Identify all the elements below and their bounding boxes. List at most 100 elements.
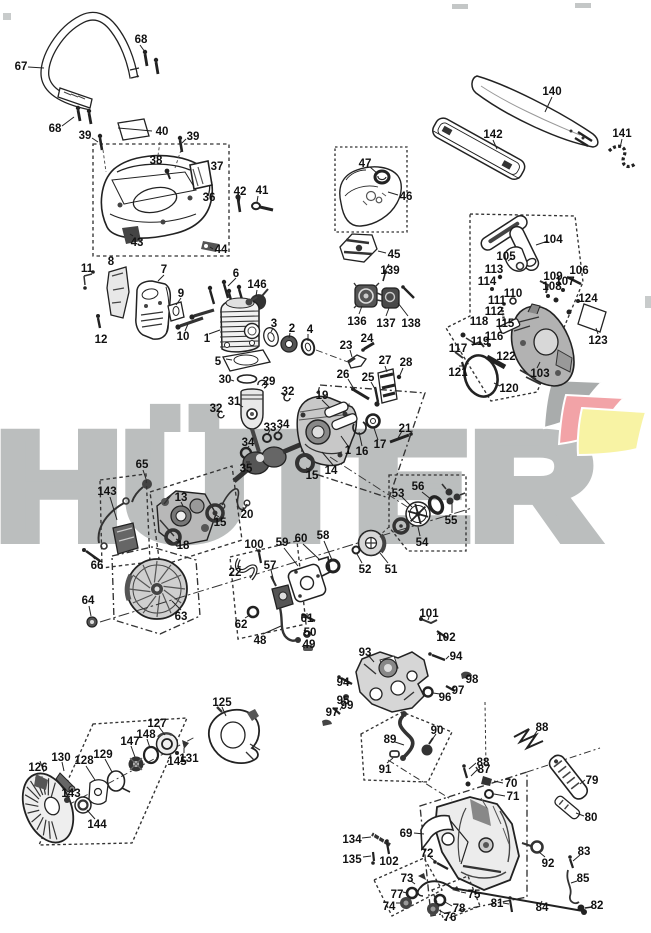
svg-text:88: 88 xyxy=(536,722,549,734)
svg-text:27: 27 xyxy=(379,355,392,367)
svg-text:110: 110 xyxy=(504,288,523,300)
svg-text:145: 145 xyxy=(167,756,187,768)
svg-text:35: 35 xyxy=(240,463,253,475)
svg-text:70: 70 xyxy=(505,778,518,790)
svg-text:81: 81 xyxy=(491,898,504,910)
svg-text:136: 136 xyxy=(347,316,366,328)
svg-text:20: 20 xyxy=(241,509,254,521)
svg-text:43: 43 xyxy=(131,237,144,249)
svg-text:67: 67 xyxy=(15,61,28,73)
svg-text:83: 83 xyxy=(578,846,591,858)
svg-text:138: 138 xyxy=(401,318,421,330)
svg-text:31: 31 xyxy=(228,396,241,408)
svg-text:58: 58 xyxy=(317,530,330,542)
svg-text:129: 129 xyxy=(93,749,112,761)
svg-text:103: 103 xyxy=(530,368,549,380)
svg-text:3: 3 xyxy=(271,318,277,330)
svg-text:12: 12 xyxy=(95,334,108,346)
svg-text:15: 15 xyxy=(306,470,319,482)
svg-text:108: 108 xyxy=(542,281,562,293)
svg-text:105: 105 xyxy=(496,251,516,263)
svg-text:21: 21 xyxy=(399,423,412,435)
svg-text:123: 123 xyxy=(588,335,607,347)
svg-text:63: 63 xyxy=(175,611,188,623)
svg-text:142: 142 xyxy=(483,129,502,141)
svg-text:101: 101 xyxy=(419,608,439,620)
svg-text:122: 122 xyxy=(496,351,515,363)
svg-text:33: 33 xyxy=(264,422,277,434)
svg-text:148: 148 xyxy=(136,729,156,741)
svg-text:74: 74 xyxy=(383,901,396,913)
svg-text:50: 50 xyxy=(304,627,317,639)
svg-text:10: 10 xyxy=(177,331,190,343)
svg-text:94: 94 xyxy=(450,651,463,663)
svg-text:135: 135 xyxy=(342,854,362,866)
svg-text:68: 68 xyxy=(49,123,62,135)
svg-text:11: 11 xyxy=(81,263,94,275)
svg-text:95: 95 xyxy=(337,695,350,707)
svg-text:80: 80 xyxy=(585,812,598,824)
svg-text:34: 34 xyxy=(277,419,290,431)
svg-text:66: 66 xyxy=(91,560,104,572)
svg-text:97: 97 xyxy=(452,685,465,697)
svg-text:13: 13 xyxy=(175,492,188,504)
svg-text:76: 76 xyxy=(444,912,457,924)
svg-text:113: 113 xyxy=(485,264,504,276)
svg-text:65: 65 xyxy=(136,459,149,471)
svg-text:126: 126 xyxy=(28,762,47,774)
svg-text:98: 98 xyxy=(466,674,479,686)
svg-text:19: 19 xyxy=(316,390,329,402)
svg-text:5: 5 xyxy=(215,356,222,368)
svg-text:18: 18 xyxy=(177,540,190,552)
svg-text:141: 141 xyxy=(612,128,632,140)
svg-text:140: 140 xyxy=(542,86,561,98)
svg-text:59: 59 xyxy=(276,537,289,549)
svg-text:60: 60 xyxy=(295,533,308,545)
svg-text:72: 72 xyxy=(421,848,434,860)
svg-text:128: 128 xyxy=(74,755,94,767)
svg-text:143: 143 xyxy=(61,788,80,800)
svg-text:131: 131 xyxy=(179,753,199,765)
svg-text:111: 111 xyxy=(488,295,507,307)
svg-text:85: 85 xyxy=(577,873,590,885)
svg-text:68: 68 xyxy=(135,34,148,46)
svg-text:73: 73 xyxy=(401,873,414,885)
svg-text:88: 88 xyxy=(477,757,490,769)
svg-text:1: 1 xyxy=(204,333,211,345)
svg-text:91: 91 xyxy=(379,764,392,776)
svg-text:147: 147 xyxy=(120,736,139,748)
svg-text:2: 2 xyxy=(289,323,295,335)
svg-text:137: 137 xyxy=(376,318,395,330)
svg-text:16: 16 xyxy=(356,446,369,458)
svg-text:87: 87 xyxy=(478,764,491,776)
svg-text:146: 146 xyxy=(247,279,266,291)
svg-text:69: 69 xyxy=(400,828,413,840)
svg-text:144: 144 xyxy=(87,819,107,831)
svg-text:39: 39 xyxy=(79,130,92,142)
svg-text:78: 78 xyxy=(453,903,466,915)
svg-text:102: 102 xyxy=(436,632,455,644)
svg-text:106: 106 xyxy=(569,265,588,277)
svg-text:51: 51 xyxy=(385,564,398,576)
svg-text:55: 55 xyxy=(445,515,458,527)
svg-text:93: 93 xyxy=(359,647,372,659)
svg-text:114: 114 xyxy=(478,276,497,288)
svg-text:125: 125 xyxy=(212,697,232,709)
svg-text:124: 124 xyxy=(578,293,598,305)
svg-text:57: 57 xyxy=(264,560,277,572)
svg-text:52: 52 xyxy=(359,564,372,576)
svg-text:54: 54 xyxy=(416,537,429,549)
svg-text:64: 64 xyxy=(82,595,95,607)
svg-text:99: 99 xyxy=(341,700,354,712)
svg-text:36: 36 xyxy=(203,192,216,204)
svg-text:92: 92 xyxy=(542,858,555,870)
svg-text:89: 89 xyxy=(384,734,397,746)
svg-text:42: 42 xyxy=(234,186,247,198)
svg-text:14: 14 xyxy=(325,465,338,477)
svg-text:41: 41 xyxy=(256,185,269,197)
svg-text:1: 1 xyxy=(345,445,352,457)
svg-text:8: 8 xyxy=(108,256,115,268)
svg-text:4: 4 xyxy=(307,324,314,336)
svg-text:22: 22 xyxy=(229,567,242,579)
svg-text:17: 17 xyxy=(374,439,387,451)
